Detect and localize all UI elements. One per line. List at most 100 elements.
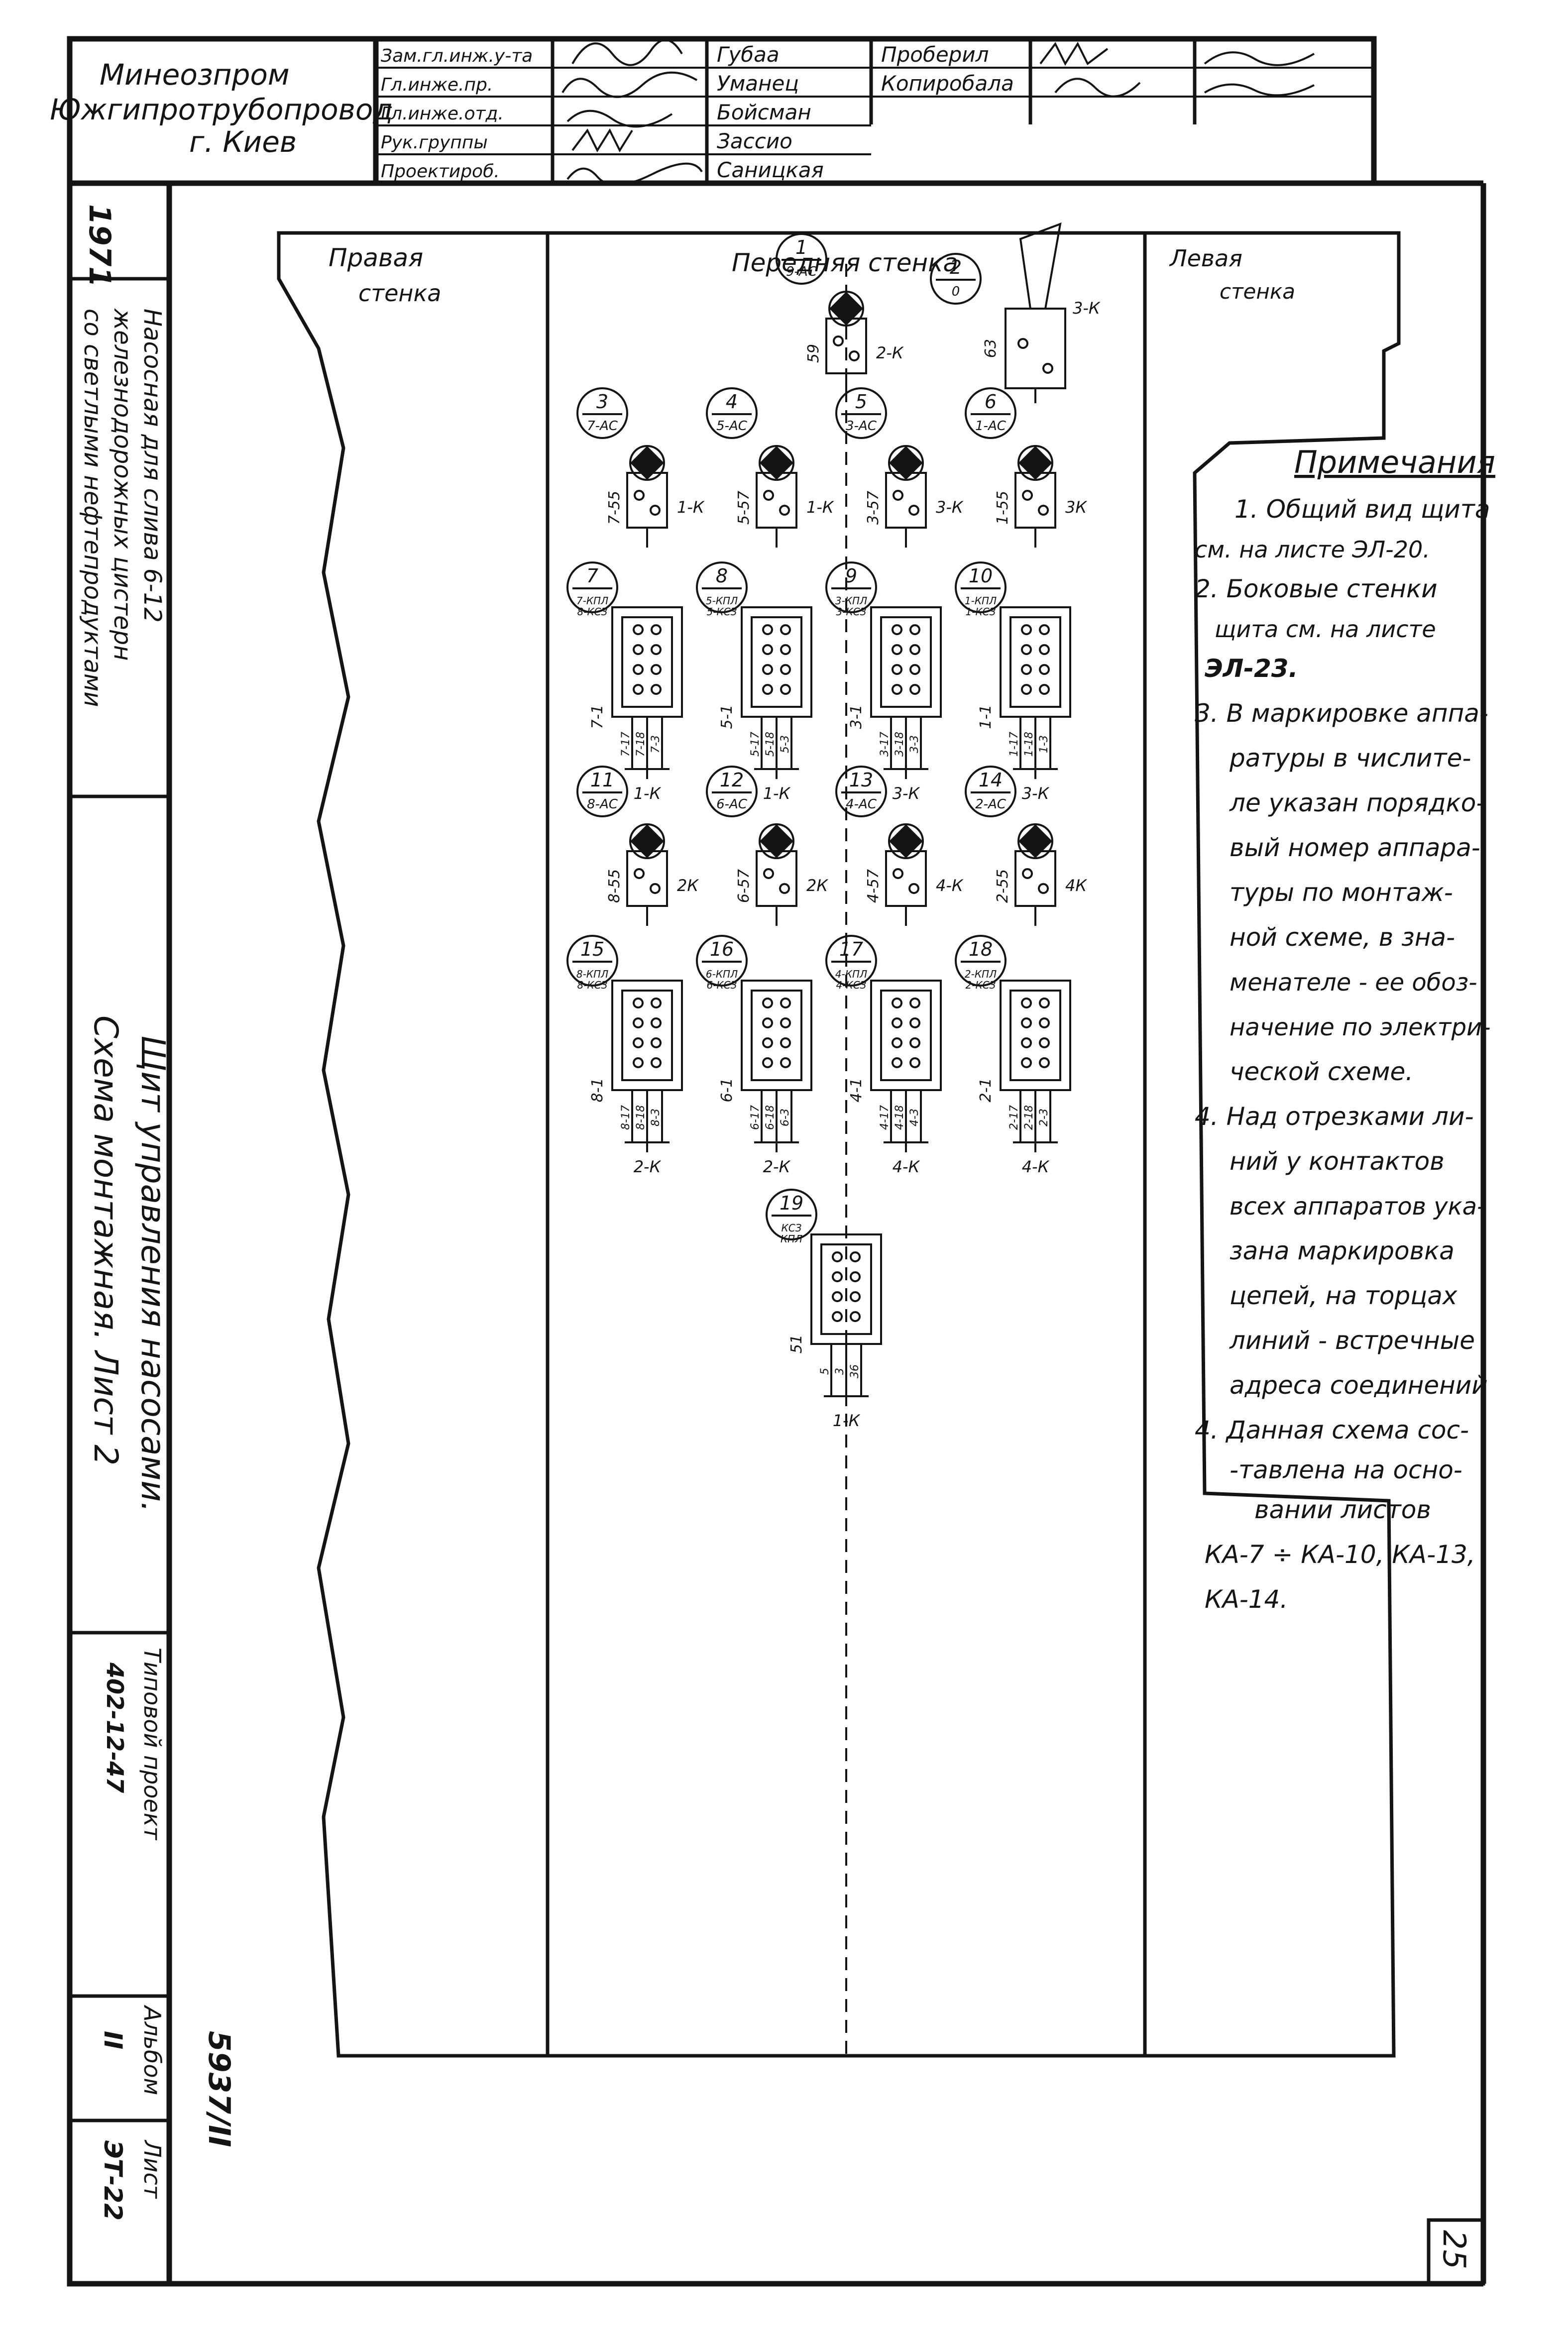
pin-label: 8-3 [650, 1109, 662, 1126]
terminal-icon [850, 1271, 861, 1282]
sheet-value: ЭТ-22 [99, 2140, 127, 2221]
terminal-icon [762, 664, 773, 675]
terminal-icon [892, 624, 902, 635]
project-desc-2: железнодорожных цистерн [109, 308, 136, 661]
terminal-icon [651, 998, 662, 1008]
marking-code: 5-КСЗ [707, 606, 737, 618]
terminal-icon [651, 1057, 662, 1068]
lamp-body [756, 850, 797, 907]
key-circuit-label: 2-1 [977, 1078, 995, 1103]
terminal-icon [893, 868, 903, 879]
typical-project-label: Типовой проект [139, 1648, 166, 1840]
marking-number: 2 [950, 256, 962, 278]
marking-code: 3-КСЗ [836, 606, 867, 618]
signature-7 [1054, 78, 1141, 98]
terminal-icon [651, 1037, 662, 1048]
marking-number: 8 [716, 565, 728, 587]
note-line: менателе - ее обоз- [1230, 969, 1477, 997]
terminal-icon [892, 684, 902, 695]
terminal-icon [762, 624, 773, 635]
lamp-cross-icon [829, 292, 863, 326]
marking-code: 2-КСЗ [966, 979, 996, 991]
signature-8 [1204, 51, 1315, 66]
note-line: вании листов [1254, 1495, 1431, 1524]
marking-circle [696, 935, 748, 987]
terminal-icon [633, 1057, 644, 1068]
pin-label: 5-3 [779, 735, 791, 753]
key-connector-label: 4-К [893, 1157, 920, 1176]
right-wall-label-2: стенка [358, 280, 441, 307]
signature-6 [1039, 41, 1109, 66]
marking-code: 7-АС [587, 419, 618, 434]
note-line: 4. Над отрезками ли- [1195, 1102, 1474, 1131]
pin-label: 1-17 [1008, 732, 1020, 757]
terminal-icon [850, 1291, 861, 1302]
pin-label: 1-3 [1038, 735, 1050, 753]
lamp-circuit-label: 59 [805, 344, 822, 363]
marking-code: 8-КСЗ [577, 606, 608, 618]
marking-code: 4-КСЗ [836, 979, 867, 991]
terminal-icon [651, 1017, 662, 1028]
note-line: начение по электри- [1230, 1013, 1491, 1041]
lamp-cross-icon [1018, 446, 1052, 480]
marking-code: 7-КПЛ [576, 595, 608, 607]
key-circuit-label: 1-1 [977, 705, 995, 729]
marking-code: КСЗ [782, 1222, 802, 1234]
front-wall-label: Передняя стенка [732, 248, 958, 277]
name-2: Уманец [717, 71, 799, 96]
year: 1971 [82, 204, 117, 287]
marking-circle [835, 387, 887, 439]
pin-label: 3-18 [894, 732, 906, 757]
marking-code: 5-АС [716, 419, 748, 434]
marking-number: 19 [780, 1192, 803, 1214]
note-line: всех аппаратов ука- [1230, 1193, 1485, 1221]
terminal-icon [633, 1037, 644, 1048]
marking-code: 8-АС [587, 797, 618, 812]
pin-label: 36 [849, 1364, 861, 1378]
pin-label: 7-18 [635, 732, 647, 757]
terminal-icon [650, 883, 661, 894]
marking-code: 8-КСЗ [577, 979, 608, 991]
note-line: ратуры в числите- [1229, 744, 1471, 773]
terminal-icon [1042, 363, 1053, 374]
pin-label: 4-17 [879, 1105, 891, 1130]
marking-code: 1-КСЗ [966, 606, 996, 618]
project-desc-3: со светлыми нефтепродуктами [79, 309, 107, 707]
terminal-icon [1039, 684, 1050, 695]
terminal-icon [651, 644, 662, 655]
marking-circle [706, 766, 758, 817]
lamp-body [1014, 850, 1056, 907]
title-block: Минеозпром Южгипротрубопровод г. Киев За… [50, 36, 1377, 186]
marking-circle [965, 766, 1016, 817]
note-line: КА-7 ÷ КА-10, КА-13, [1205, 1540, 1475, 1569]
signature-3 [566, 110, 673, 128]
terminal-icon [850, 1311, 861, 1322]
org-line-2: Южгипротрубопровод [50, 93, 393, 126]
terminal-icon [833, 335, 844, 346]
marking-number: 13 [849, 769, 873, 791]
pin-label: 5-18 [764, 732, 777, 757]
terminal-icon [633, 624, 644, 635]
note-line: ческой схеме. [1230, 1057, 1413, 1086]
switch-circuit-label: 63 [982, 339, 1000, 358]
terminal-icon [780, 684, 791, 695]
key-contact-block [1009, 616, 1061, 708]
marking-number: 15 [580, 938, 604, 960]
lamp-connector-label: 4-К [936, 876, 964, 895]
terminal-icon [1039, 1017, 1050, 1028]
lamp-body [1014, 472, 1056, 529]
note-line: КА-14. [1205, 1585, 1288, 1614]
terminal-icon [762, 644, 773, 655]
marking-code: 2-КПЛ [965, 968, 997, 980]
note-line: линий - встречные [1229, 1326, 1475, 1355]
role-1: Зам.гл.инж.у-та [381, 46, 533, 66]
